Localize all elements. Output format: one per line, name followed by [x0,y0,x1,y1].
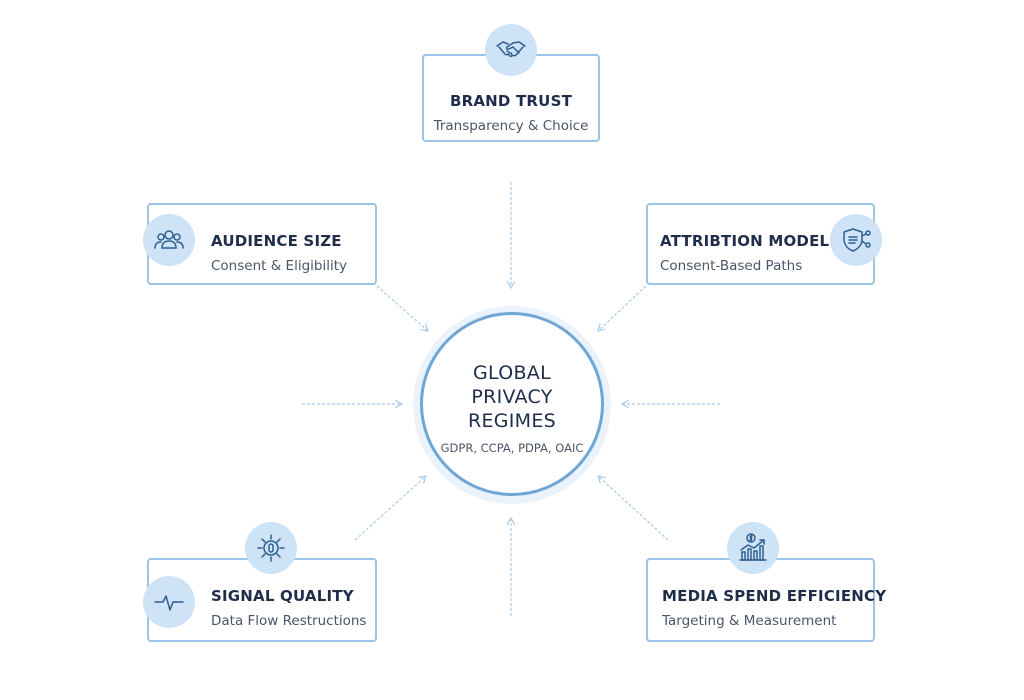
connector-media-spend [597,475,669,541]
hub-circle: GLOBAL PRIVACY REGIMES GDPR, CCPA, PDPA,… [420,312,604,496]
hub-title-line: GLOBAL [472,362,551,384]
sensor-icon [245,522,297,574]
node-subtitle: Transparency & Choice [433,118,589,134]
shield-network-icon [830,214,882,266]
node-subtitle: Consent-Based Paths [660,258,803,274]
connector-attribution-models [597,285,647,332]
node-subtitle: Consent & Eligibility [211,258,347,274]
connector-signal-quality [354,475,427,541]
growth-chart-icon [727,522,779,574]
node-title: AUDIENCE SIZE [211,232,342,250]
node-subtitle: Data Flow Restructions [211,613,367,629]
node-subtitle: Targeting & Measurement [662,613,837,629]
node-brand-trust: BRAND TRUST Transparency & Choice [422,54,600,142]
node-title: SIGNAL QUALITY [211,587,354,605]
connector-audience-size [376,285,429,332]
hub-title: GLOBAL PRIVACY REGIMES [423,361,601,433]
hub-title-line: REGIMES [467,410,557,432]
signal-wave-icon [143,576,195,628]
node-title: MEDIA SPEND EFFICIENCY [662,587,887,605]
node-title: BRAND TRUST [449,92,573,110]
hub-subtitle: GDPR, CCPA, PDPA, OAIC [440,441,584,455]
hub-title-line: PRIVACY [471,386,553,408]
people-group-icon [143,214,195,266]
node-title: ATTRIBTION MODELS [660,232,841,250]
handshake-icon [485,24,537,76]
